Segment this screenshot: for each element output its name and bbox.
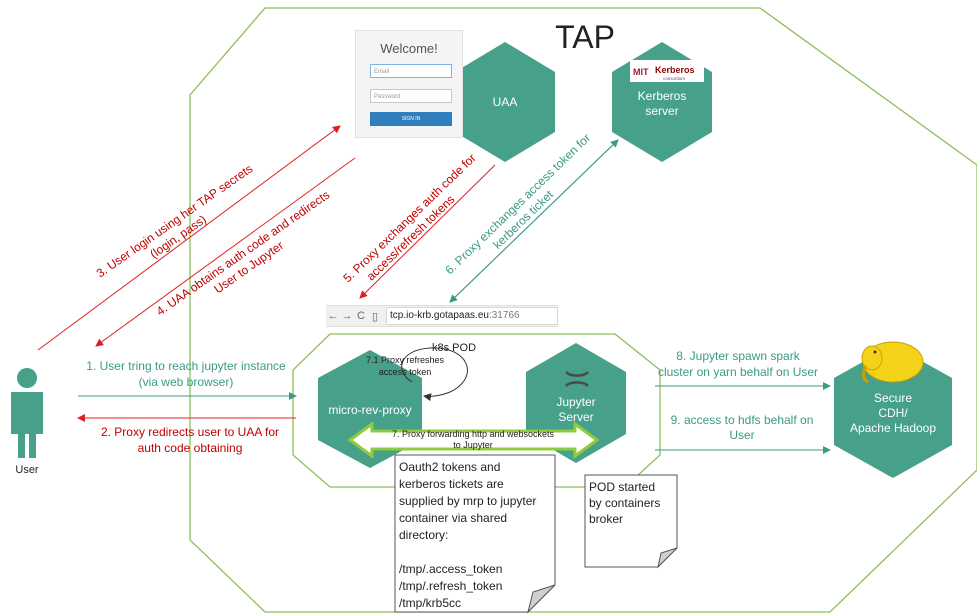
step1-label-2: (via web browser) [139, 375, 234, 389]
step8-label-1: 8. Jupyter spawn spark [676, 349, 800, 363]
k8s-pod-label: k8s POD [432, 342, 476, 354]
step9-label-2: User [729, 428, 754, 442]
login-screenshot: Welcome! Email Password SIGN IN [355, 30, 463, 138]
jupyter-label-2: Server [558, 410, 593, 424]
note-tokens: Oauth2 tokens and kerberos tickets are sup… [395, 455, 555, 612]
forward-arrow-icon[interactable]: → [341, 310, 353, 322]
uaa-label: UAA [493, 95, 518, 109]
kerberos-label-2: server [645, 104, 678, 118]
hadoop-label-3: Apache Hadoop [850, 421, 936, 435]
note-tokens-line: /tmp/krb5cc [399, 596, 462, 610]
step7-label-1: 7. Proxy forwarding http and websockets [392, 429, 555, 439]
kerberos-logo-sub: consortium [663, 76, 685, 81]
step8-label-2: cluster on yarn behalf on User [658, 365, 818, 379]
reload-icon[interactable]: C [357, 310, 365, 322]
email-field[interactable]: Email [370, 64, 452, 78]
note-tokens-line: supplied by mrp to jupyter [399, 494, 537, 508]
user-icon [11, 368, 43, 458]
uaa-node[interactable] [455, 42, 555, 162]
tap-title: TAP [555, 19, 615, 55]
note-tokens-line: container via shared [399, 511, 508, 525]
page-icon: ▯ [371, 310, 379, 323]
note-tokens-line: /tmp/.refresh_token [399, 579, 503, 593]
step71-label-2: access token [379, 367, 432, 377]
step2-label-2: auth code obtaining [138, 441, 243, 455]
kerberos-logo [630, 60, 704, 82]
note-tokens-fold [527, 584, 556, 614]
note-tokens-line: Oauth2 tokens and [399, 460, 501, 474]
note-tokens-line: /tmp/.access_token [399, 562, 503, 576]
url-field[interactable]: tcp.io-krb.gotapaas.eu:31766 [386, 307, 558, 325]
double-arrow-step7 [347, 421, 600, 459]
arrow-step71-loop [401, 347, 468, 402]
browser-address-bar: ← → C ▯ tcp.io-krb.gotapaas.eu:31766 [326, 305, 558, 327]
hadoop-label-2: CDH/ [878, 406, 908, 420]
kerberos-label-1: Kerberos [638, 89, 687, 103]
note-tokens-line: directory: [399, 528, 449, 542]
jupyter-label-1: Jupyter [556, 395, 595, 409]
step1-label-1: 1. User tring to reach jupyter instance [86, 359, 286, 373]
note-tokens-line: kerberos tickets are [399, 477, 504, 491]
arrow-step4 [95, 157, 356, 347]
user-label: User [15, 464, 39, 476]
step2-label-1: 2. Proxy redirects user to UAA for [101, 425, 279, 439]
note-pod-line: by containers [589, 496, 661, 510]
tap-boundary [189, 7, 977, 613]
hadoop-elephant-icon [861, 341, 924, 384]
url-port: :31766 [488, 310, 520, 321]
step5-label: 5. Proxy exchanges auth code for access/… [340, 151, 478, 285]
kerberos-logo-name: Kerberos [655, 65, 695, 75]
step71-label-1: 7.1 Proxy refreshes [366, 355, 445, 365]
note-pod: POD started by containers broker [585, 475, 677, 567]
kerberos-logo-mit: MIT [633, 67, 649, 77]
step9-label-1: 9. access to hdfs behalf on [671, 413, 814, 427]
jupyter-logo-icon [565, 371, 589, 387]
hadoop-label-1: Secure [874, 391, 912, 405]
url-host: tcp.io-krb.gotapaas.eu [390, 310, 489, 321]
login-heading: Welcome! [380, 41, 438, 56]
note-tokens-line [399, 544, 551, 561]
arrow-step6-back [449, 139, 619, 303]
mrp-label: micro-rev-proxy [328, 403, 411, 417]
back-arrow-icon[interactable]: ← [327, 310, 339, 322]
password-field[interactable]: Password [370, 89, 452, 103]
note-pod-line: broker [589, 512, 624, 526]
note-pod-fold [657, 547, 678, 569]
note-pod-line: POD started [589, 480, 656, 494]
arrow-step5 [359, 164, 496, 299]
step7-label-2: to Jupyter [453, 440, 493, 450]
arrow-step3 [37, 125, 341, 351]
sign-in-button[interactable]: SIGN IN [370, 112, 452, 126]
